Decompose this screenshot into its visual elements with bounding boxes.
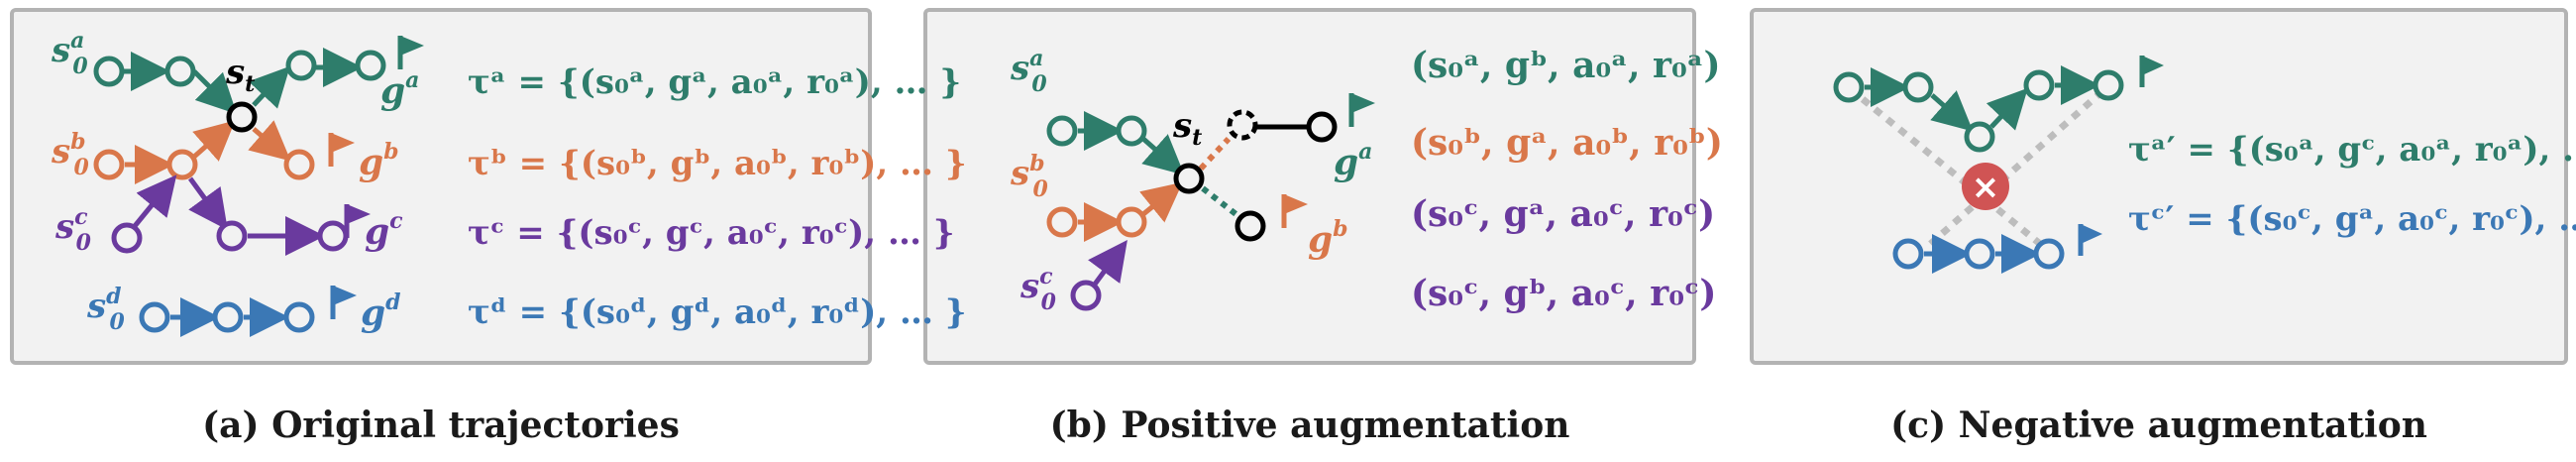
node-goal-b-end <box>1234 210 1266 242</box>
state-st-node-b <box>1173 163 1205 194</box>
label-goal-a: ga <box>380 67 419 112</box>
flag-goal-b-icon <box>328 133 355 167</box>
flag-goal-c-neg-icon <box>2078 224 2102 256</box>
edge-to-goal-b-dotted <box>1201 185 1240 219</box>
cross-line-1 <box>1860 96 2048 251</box>
trajectory-c <box>111 174 349 256</box>
cross-line-2 <box>1923 88 2105 251</box>
label-goal-c: gc <box>365 208 403 253</box>
tuple-1: (s₀ᵃ, gᵇ, a₀ᵃ, r₀ᵃ) <box>1411 45 1721 86</box>
trajectory-d <box>139 297 315 337</box>
caption-original-trajectories: (a) Original trajectories <box>202 404 680 446</box>
caption-negative-augmentation: (c) Negative augmentation <box>1890 404 2427 446</box>
label-goal-b-b: gb <box>1308 216 1348 261</box>
label-state-t-b: st <box>1172 106 1202 151</box>
trajectory-c-pos <box>1070 239 1127 311</box>
panel-c-graph: × τᵃ′ = {(s₀ᵃ, gᶜ, a₀ᵃ, r₀ᵃ), … } τᶜ′ = … <box>1833 56 2576 274</box>
formula-traj-b: τᵇ = {(s₀ᵇ, gᵇ, a₀ᵇ, r₀ᵇ), … } <box>468 144 967 183</box>
node-dashed <box>1227 109 1258 141</box>
tuple-3: (s₀ᶜ, gᵃ, a₀ᶜ, r₀ᶜ) <box>1411 193 1715 235</box>
tuple-2: (s₀ᵇ, gᵃ, a₀ᵇ, r₀ᵇ) <box>1411 122 1723 164</box>
state-st-node <box>226 101 258 133</box>
panel-positive-augmentation <box>923 8 1696 365</box>
formula-traj-a: τᵃ = {(s₀ᵃ, gᵃ, a₀ᵃ, r₀ᵃ), … } <box>468 62 961 102</box>
negative-cross-icon: × <box>1962 163 2009 210</box>
trajectory-b <box>93 120 315 184</box>
flag-goal-b-pos-icon <box>1281 194 1308 228</box>
formula-traj-d: τᵈ = {(s₀ᵈ, gᵈ, a₀ᵈ, r₀ᵈ), … } <box>468 292 967 332</box>
flag-goal-d-icon <box>330 286 357 319</box>
flag-goal-a-neg-icon <box>2139 56 2164 87</box>
node-goal-a-end <box>1306 111 1338 143</box>
caption-positive-augmentation: (b) Positive augmentation <box>1049 404 1570 446</box>
edge-to-goal-a-dotted <box>1198 136 1232 172</box>
label-goal-a-b: ga <box>1334 139 1372 183</box>
trajectory-a-pos <box>1046 111 1185 175</box>
label-goal-d: gd <box>361 289 401 334</box>
trajectory-b-pos <box>1046 181 1183 242</box>
label-goal-b: gb <box>359 139 399 183</box>
flag-goal-a-icon <box>397 36 424 69</box>
formula-traj-c-prime: τᶜ′ = {(s₀ᶜ, gᵃ, a₀ᶜ, r₀ᶜ), … } <box>2128 199 2576 239</box>
formula-traj-a-prime: τᵃ′ = {(s₀ᵃ, gᶜ, a₀ᵃ, r₀ᵃ), … } <box>2128 130 2576 170</box>
flag-goal-c-icon <box>344 204 371 238</box>
flag-goal-a-pos-icon <box>1348 93 1375 127</box>
trajectory-a <box>93 48 386 115</box>
tuple-4: (s₀ᶜ, gᵇ, a₀ᶜ, r₀ᶜ) <box>1411 273 1716 314</box>
trajectory-a-neg <box>1833 65 2124 153</box>
svg-text:×: × <box>1972 168 2000 207</box>
trajectory-c-neg <box>1892 234 2065 274</box>
formula-traj-c: τᶜ = {(s₀ᶜ, gᶜ, a₀ᶜ, r₀ᶜ), … } <box>468 213 955 253</box>
label-state-t: st <box>225 53 255 97</box>
